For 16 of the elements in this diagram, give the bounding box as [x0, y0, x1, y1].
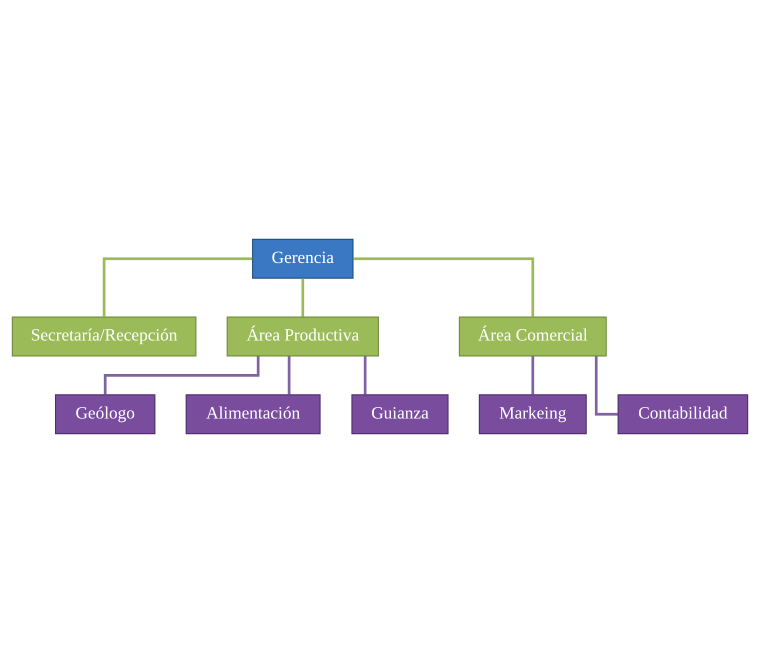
node-box: Secretaría/Recepción	[12, 316, 196, 356]
node-box: Alimentación	[186, 394, 321, 434]
connector	[353, 256, 534, 316]
connector	[531, 356, 534, 394]
node-box: Guianza	[351, 394, 449, 434]
node-box: Markeing	[478, 394, 587, 434]
connector	[102, 256, 252, 316]
connector	[594, 356, 618, 416]
node-box: Contabilidad	[618, 394, 748, 434]
node-box: Área Productiva	[226, 316, 379, 356]
node-box: Geólogo	[54, 394, 156, 434]
connector	[364, 356, 366, 394]
node-box: Gerencia	[252, 238, 354, 278]
connector	[301, 278, 304, 316]
node-box: Área Comercial	[458, 316, 607, 356]
connector	[288, 356, 290, 394]
